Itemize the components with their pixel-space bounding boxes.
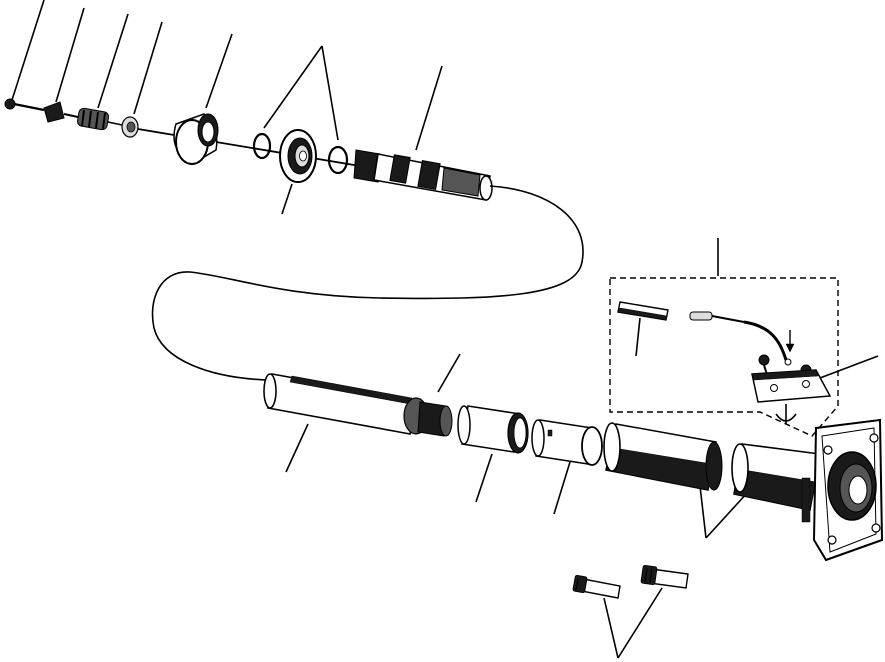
upper-shaft-assembly xyxy=(353,149,493,201)
leader-line-7 xyxy=(415,65,443,151)
leader-line-5 xyxy=(205,33,233,109)
fitting-right xyxy=(640,564,689,589)
core-wire xyxy=(137,128,361,167)
bearing xyxy=(279,129,317,183)
service-kit-group xyxy=(609,277,839,437)
leader-line-2 xyxy=(55,7,85,103)
leader-line-14 xyxy=(475,453,493,503)
flexible-cable xyxy=(151,185,584,381)
leader-lines xyxy=(11,0,879,659)
leader-line-13 xyxy=(285,423,309,473)
mounting-flange-housing xyxy=(731,418,884,562)
kit-pin xyxy=(617,301,669,321)
o-ring-rear xyxy=(327,145,349,175)
leader-line-3 xyxy=(97,13,129,109)
threaded-ferrule xyxy=(76,107,123,131)
small-washer xyxy=(121,116,139,138)
bushing xyxy=(531,419,603,466)
leader-line-6b xyxy=(321,45,339,141)
leader-line-17b xyxy=(617,587,663,659)
inner-sleeve xyxy=(457,405,529,454)
lower-shaft-housing xyxy=(263,373,453,437)
cone-nut xyxy=(43,101,79,123)
kit-wire-lead xyxy=(689,311,788,361)
leader-line-10 xyxy=(635,317,641,357)
leader-line-16a xyxy=(699,485,707,539)
outer-tube-front xyxy=(603,422,723,491)
leader-line-15 xyxy=(553,461,571,515)
kit-retaining-arrow xyxy=(784,330,795,366)
kit-clamp-bracket xyxy=(751,369,832,403)
cable-end-fitting xyxy=(4,98,45,112)
leader-line-17a xyxy=(603,597,619,659)
leader-line-12 xyxy=(437,353,461,393)
leader-line-6a xyxy=(263,45,323,129)
leader-line-16b xyxy=(705,491,749,539)
cup-nut xyxy=(173,113,219,165)
o-ring-front xyxy=(252,132,272,160)
kit-anchor-symbol xyxy=(775,404,797,424)
fitting-left xyxy=(572,574,621,599)
leader-line-8 xyxy=(281,183,293,215)
leader-line-11 xyxy=(819,355,879,379)
leader-line-1 xyxy=(11,0,45,101)
leader-line-4 xyxy=(133,21,163,115)
